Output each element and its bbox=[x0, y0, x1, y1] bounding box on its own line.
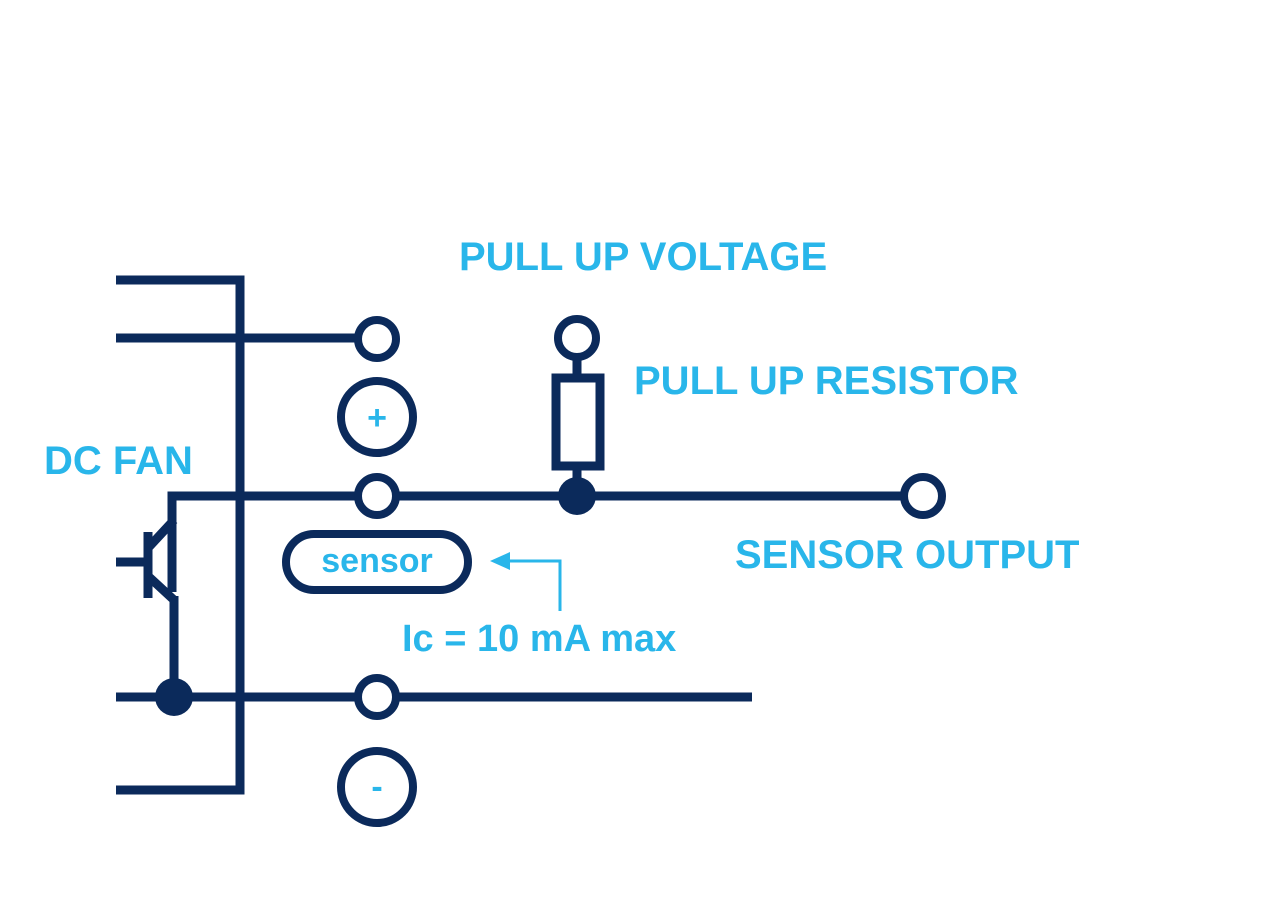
sensor-output-terminal bbox=[900, 473, 946, 519]
sensor-label: sensor bbox=[321, 542, 433, 580]
pull-up-resistor-label: PULL UP RESISTOR bbox=[634, 359, 1019, 403]
pull-up-voltage-terminal bbox=[554, 315, 600, 361]
plus-sign: + bbox=[367, 399, 387, 437]
resistor-body bbox=[551, 373, 605, 471]
dc-fan-label: DC FAN bbox=[44, 439, 193, 483]
minus-sign: - bbox=[371, 768, 382, 806]
output-junction-dot bbox=[558, 477, 596, 515]
current-arrow-line bbox=[508, 559, 562, 611]
collector-wire bbox=[167, 491, 357, 592]
sensor-terminal bbox=[354, 473, 400, 519]
sensor-pill bbox=[282, 530, 472, 594]
transistor-symbol bbox=[116, 516, 179, 697]
pull-up-voltage-label: PULL UP VOLTAGE bbox=[459, 235, 827, 279]
current-note-label: Ic = 10 mA max bbox=[402, 618, 676, 660]
ground-terminal bbox=[354, 674, 400, 720]
fan-housing-outline bbox=[116, 275, 245, 795]
positive-terminal bbox=[354, 316, 400, 362]
minus-marker-circle bbox=[337, 747, 417, 827]
ground-junction-dot bbox=[155, 678, 193, 716]
current-arrow-head bbox=[490, 552, 510, 570]
plus-marker-circle bbox=[337, 377, 417, 457]
fan-enclosure bbox=[116, 275, 245, 795]
sensor-output-label: SENSOR OUTPUT bbox=[735, 533, 1079, 577]
pull-up-resistor bbox=[551, 358, 605, 496]
transistor-collector-lead bbox=[144, 516, 178, 552]
